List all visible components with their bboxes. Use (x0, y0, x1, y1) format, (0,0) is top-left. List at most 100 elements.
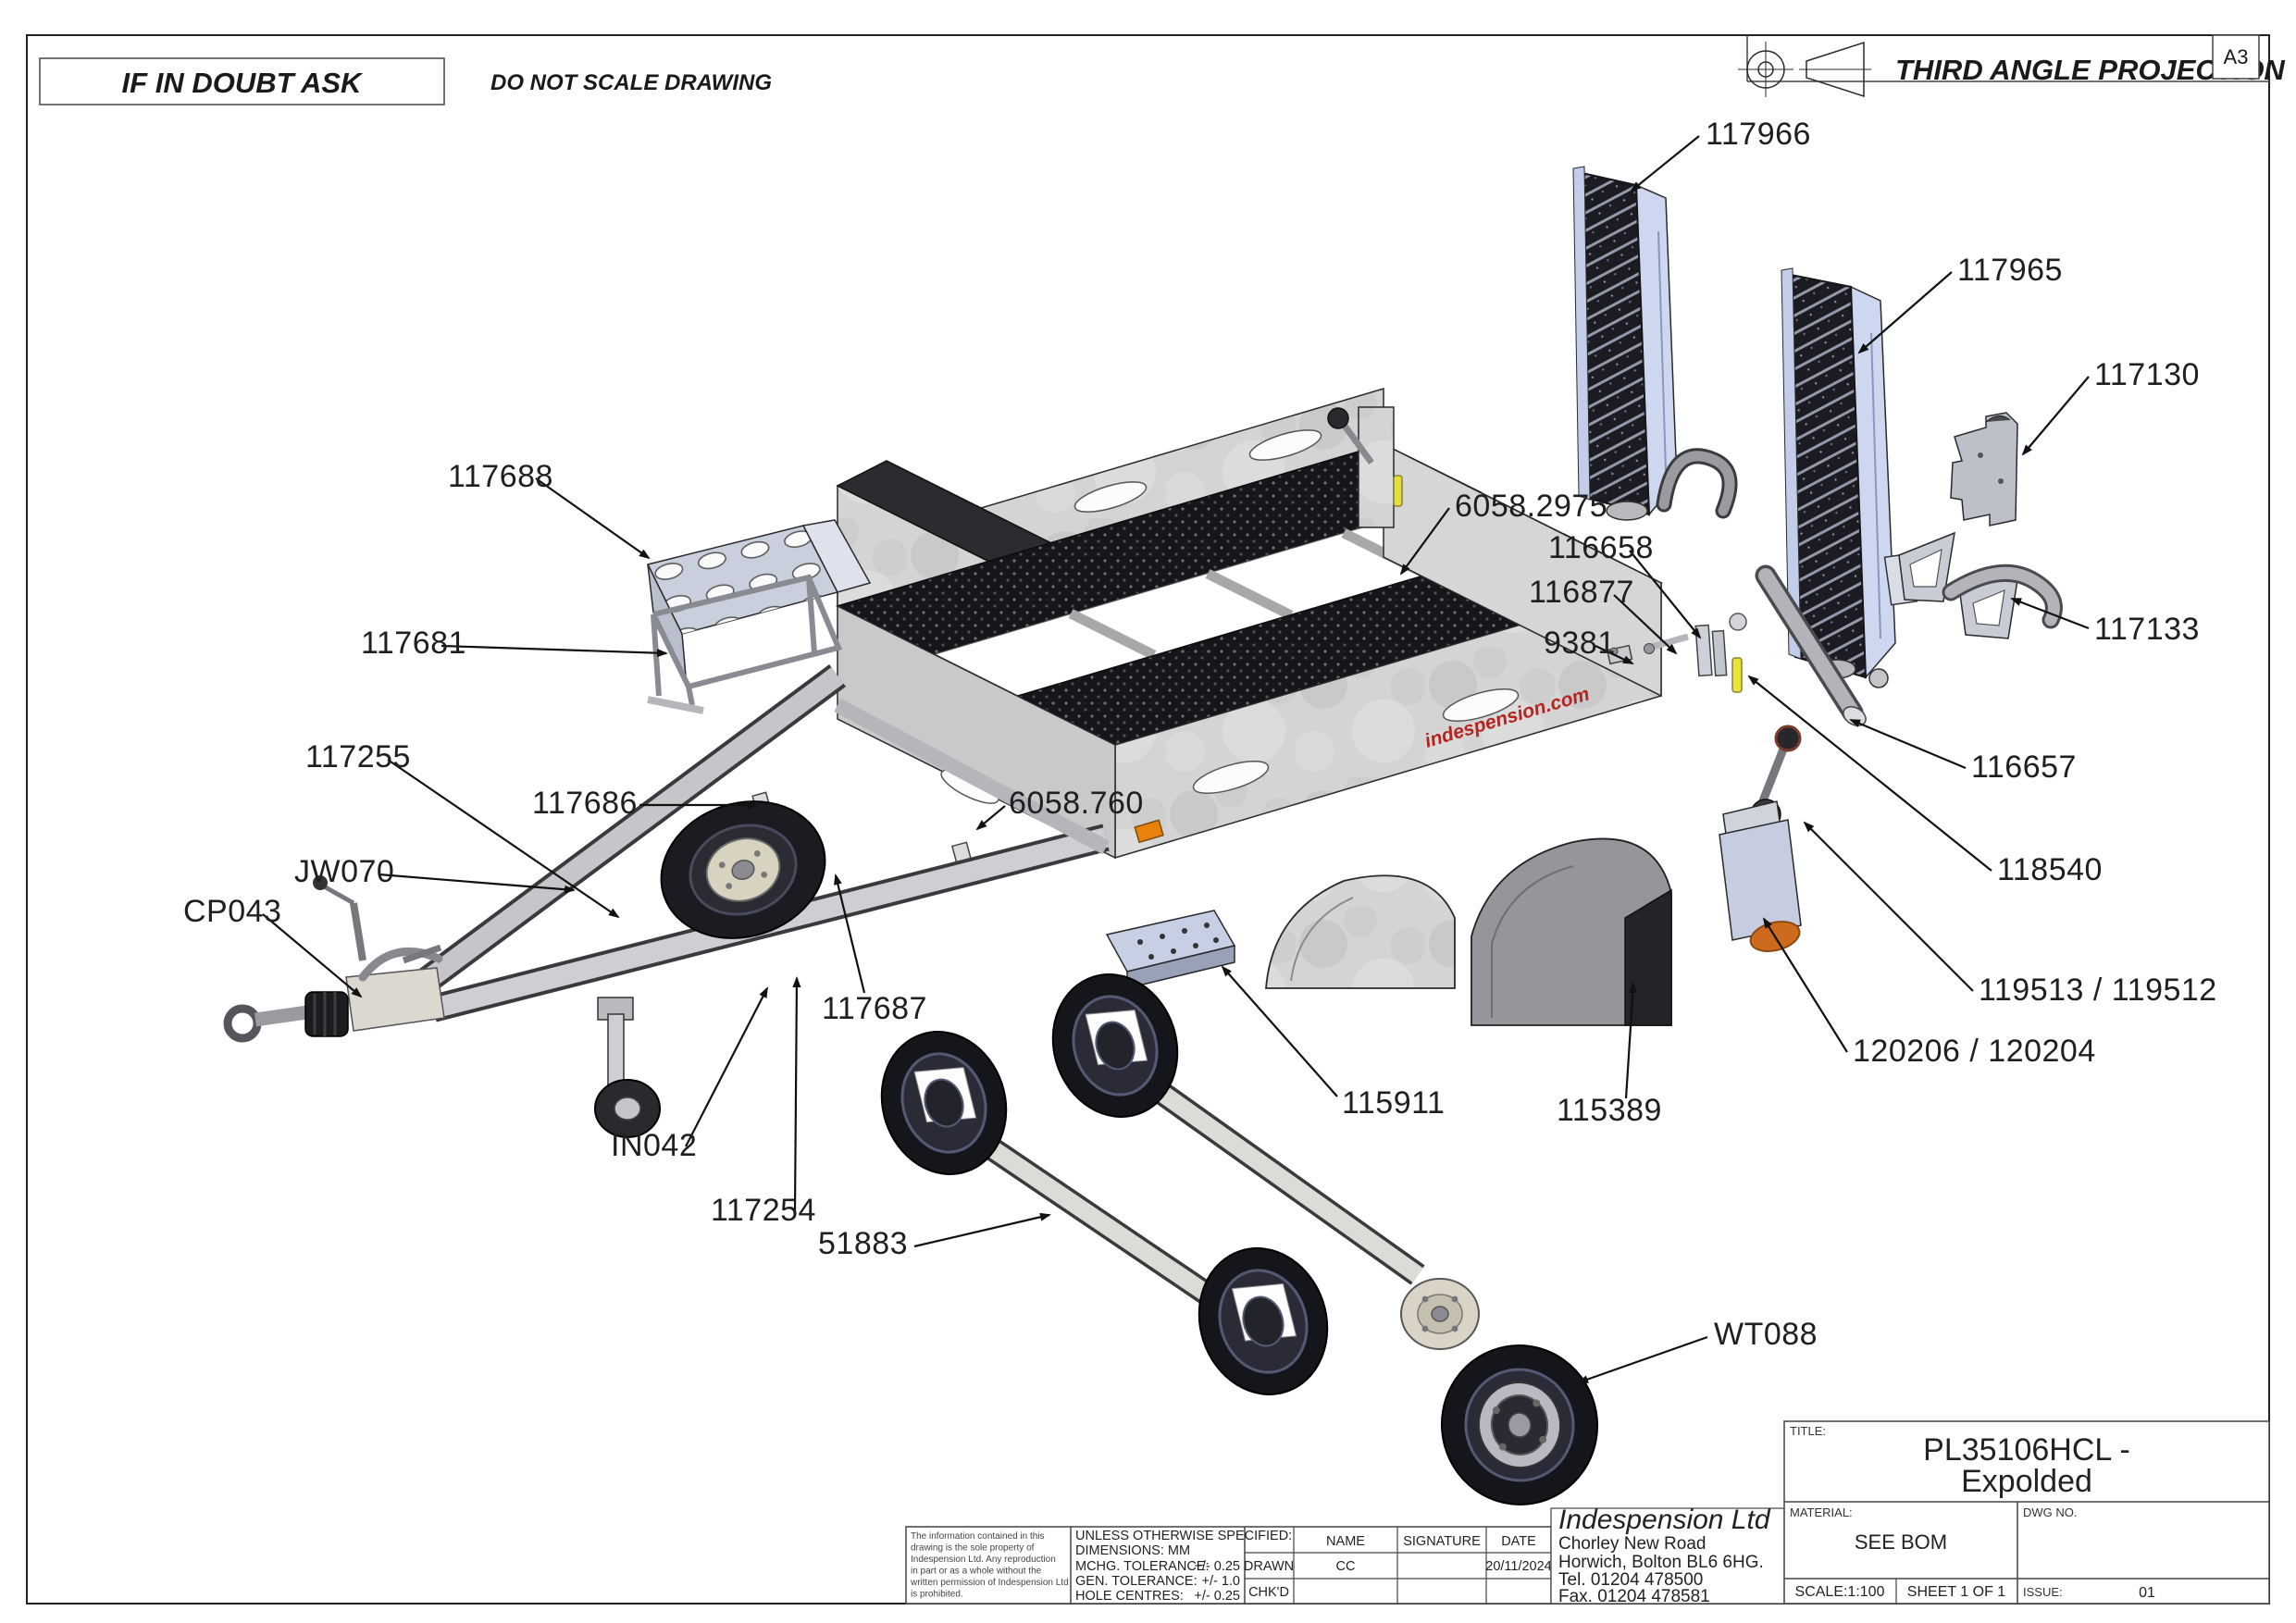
part-label-117254: 117254 (711, 1193, 816, 1228)
leader-line-117130 (2021, 376, 2090, 456)
tolerance-line: HOLE CENTRES: (1075, 1589, 1184, 1604)
doubt-text: IF IN DOUBT ASK (122, 67, 365, 99)
leader-line-IN042 (685, 986, 768, 1147)
part-label-IN042: IN042 (611, 1128, 697, 1163)
trailer-bed: indespension.com (751, 387, 1664, 871)
leader-line-6058.2975 (1399, 507, 1450, 576)
tolerance-line: GEN. TOLERANCE: (1075, 1574, 1198, 1589)
doubt-box (39, 57, 445, 105)
part-label-117130: 117130 (2094, 357, 2200, 392)
leader-line-116658 (1629, 550, 1702, 639)
third-angle-symbol-icon (1738, 41, 1871, 98)
drawing-title-line1: PL35106HCL - (1923, 1432, 2130, 1468)
leader-line-117687 (833, 873, 866, 994)
wheel-loose-wt088 (1440, 1344, 1599, 1505)
part-label-117133: 117133 (2094, 612, 2200, 647)
drawn-date: 20/11/2024 (1485, 1559, 1552, 1574)
coupling-hitch (223, 944, 445, 1043)
dwg-no-label: DWG NO. (2023, 1505, 2078, 1519)
tolerance-line: DIMENSIONS: MM (1075, 1543, 1190, 1558)
coupling-handle (358, 948, 443, 982)
material-value: SEE BOM (1855, 1530, 1947, 1554)
pin-yellow-118540 (1731, 657, 1743, 693)
leader-line-116657 (1849, 718, 1967, 770)
leader-line-117965 (1857, 271, 1953, 354)
leader-line-115911 (1221, 965, 1338, 1097)
leader-line-117681 (441, 644, 668, 658)
col-name: NAME (1326, 1534, 1365, 1549)
side-marker-reflector (1134, 819, 1164, 844)
part-label-6058.2975: 6058.2975 (1455, 489, 1607, 524)
drawn-name: CC (1336, 1559, 1356, 1574)
tolerance-line: UNLESS OTHERWISE SPECIFIED: (1075, 1529, 1292, 1543)
tube-116657 (1755, 564, 1867, 726)
row-drawn: DRAWN (1244, 1559, 1294, 1574)
part-label-JW070: JW070 (294, 854, 394, 889)
part-label-118540: 118540 (1997, 852, 2103, 887)
ramp-left (1572, 166, 1738, 521)
wheel (880, 1031, 1008, 1175)
col-date: DATE (1501, 1534, 1536, 1549)
leader-line-CP043 (262, 913, 363, 998)
platform-frame (647, 574, 843, 714)
leader-line-51883 (913, 1212, 1051, 1248)
part-label-117686: 117686 (532, 786, 638, 821)
part-label-WT088: WT088 (1714, 1317, 1818, 1352)
part-label-116658: 116658 (1548, 530, 1654, 565)
company-name: Indespension Ltd (1558, 1505, 1771, 1535)
leader-line-9381 (1595, 645, 1634, 664)
brake-drum (1400, 1278, 1480, 1350)
part-label-117687: 117687 (822, 991, 927, 1026)
mudguard-inner (1265, 874, 1456, 989)
header-top-right: THIRD ANGLE PROJECTION A3 (1738, 34, 2285, 98)
tolerance-value: +/- 1.0 (1201, 1574, 1240, 1589)
company-tel: Tel. 01204 478500 (1558, 1570, 1703, 1590)
tread-step (1105, 910, 1236, 989)
part-label-115389: 115389 (1557, 1093, 1662, 1128)
jockey-wheel (594, 997, 661, 1138)
mudguard-outer (1471, 837, 1672, 1026)
part-label-CP043: CP043 (183, 894, 281, 929)
part-label-51883: 51883 (818, 1226, 908, 1261)
material-label: MATERIAL: (1790, 1505, 1853, 1519)
header-top-left: IF IN DOUBT ASK DO NOT SCALE DRAWING (39, 57, 772, 105)
part-label-120206: 120206 / 120204 (1853, 1034, 2096, 1069)
col-signature: SIGNATURE (1403, 1534, 1481, 1549)
wheel (1051, 973, 1179, 1118)
company-address1: Chorley New Road (1558, 1534, 1706, 1554)
part-label-116877: 116877 (1529, 575, 1634, 610)
tolerance-line: MCHG. TOLERANCE: (1075, 1559, 1210, 1574)
tolerance-value: +/- 0.25 (1194, 1589, 1240, 1604)
leader-line-6058.760 (975, 805, 1006, 831)
part-label-117255: 117255 (305, 739, 411, 774)
leader-line-115389 (1624, 982, 1637, 1099)
sheet-value: SHEET 1 OF 1 (1907, 1584, 2006, 1600)
company-address2: Horwich, Bolton BL6 6HG. (1558, 1553, 1764, 1572)
leader-line-JW070 (378, 873, 576, 894)
leader-line-117966 (1630, 135, 1700, 192)
part-label-117688: 117688 (448, 459, 553, 494)
perforated-platform (646, 519, 872, 688)
part-label-115911: 115911 (1342, 1085, 1445, 1121)
leader-line-117254 (792, 976, 801, 1212)
paper-size-text: A3 (2224, 45, 2249, 68)
part-label-117681: 117681 (361, 626, 466, 661)
issue-value: 01 (2139, 1585, 2155, 1601)
spare-wheel (660, 800, 826, 939)
company-block: Indespension Ltd Chorley New Road Horwic… (1550, 1505, 1785, 1606)
title-label: TITLE: (1790, 1424, 1826, 1438)
part-labels-layer: 1179661179651171301171331176881176816058… (183, 117, 2216, 1384)
pin-116877 (1644, 633, 1689, 654)
mounting-plate (1950, 412, 2018, 527)
paper-size-box (2212, 34, 2260, 80)
part-label-116657: 116657 (1971, 750, 2077, 785)
row-chkd: CHK'D (1248, 1585, 1289, 1600)
leader-line-116877 (1613, 594, 1678, 655)
part-label-6058.760: 6058.760 (1009, 786, 1144, 821)
leader-line-118540 (1747, 675, 1992, 872)
leader-line-119513 (1803, 821, 1974, 992)
wheel (1198, 1247, 1329, 1395)
